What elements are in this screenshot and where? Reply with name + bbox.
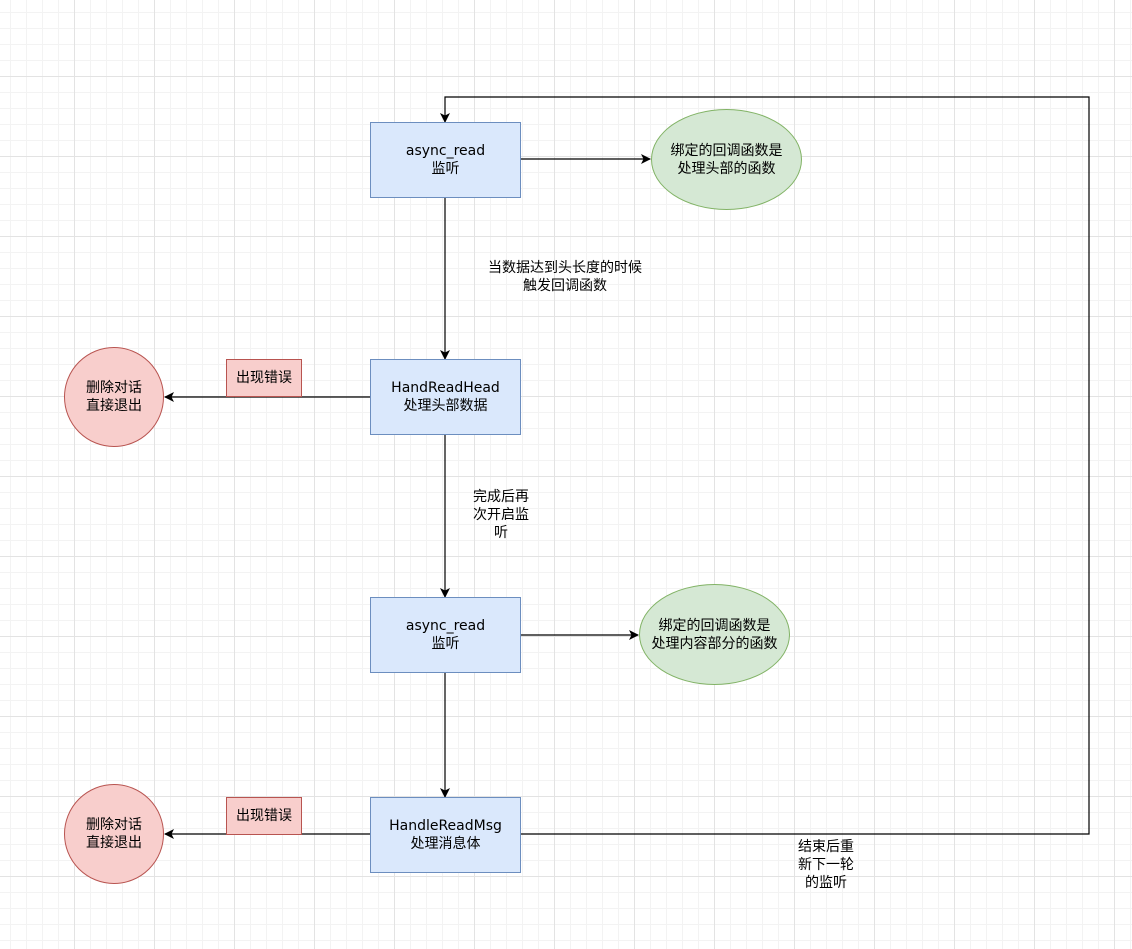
exit-head-label: 删除对话 直接退出	[86, 380, 142, 414]
listen-head-node[interactable]: async_read 监听	[370, 122, 521, 198]
error-head-label: 出现错误	[236, 370, 292, 386]
note-head-label: 绑定的回调函数是 处理头部的函数	[670, 142, 783, 177]
error-msg-tag[interactable]: 出现错误	[226, 797, 302, 835]
handle-head-node[interactable]: HandReadHead 处理头部数据	[370, 359, 521, 435]
handle-msg-label: HandleReadMsg 处理消息体	[389, 818, 502, 852]
error-head-tag[interactable]: 出现错误	[226, 359, 302, 397]
handle-msg-node[interactable]: HandleReadMsg 处理消息体	[370, 797, 521, 873]
exit-msg-label: 删除对话 直接退出	[86, 817, 142, 851]
listen-body-label: async_read 监听	[405, 618, 486, 652]
edge-label-restart-listen: 完成后再 次开启监 听	[473, 489, 529, 541]
handle-head-label: HandReadHead 处理头部数据	[391, 380, 500, 414]
listen-body-node[interactable]: async_read 监听	[370, 597, 521, 673]
exit-msg-circle[interactable]: 删除对话 直接退出	[64, 784, 164, 884]
listen-head-label: async_read 监听	[405, 143, 486, 177]
note-body-label: 绑定的回调函数是 处理内容部分的函数	[651, 617, 778, 652]
note-head-ellipse[interactable]: 绑定的回调函数是 处理头部的函数	[651, 109, 802, 210]
edge-handle-msg-loop-back	[440, 96, 1090, 835]
exit-head-circle[interactable]: 删除对话 直接退出	[64, 347, 164, 447]
edge-label-next-round: 结束后重 新下一轮 的监听	[798, 839, 854, 891]
error-msg-label: 出现错误	[236, 808, 292, 824]
edge-label-head-reached: 当数据达到头长度的时候 触发回调函数	[488, 260, 642, 294]
note-body-ellipse[interactable]: 绑定的回调函数是 处理内容部分的函数	[639, 584, 790, 685]
